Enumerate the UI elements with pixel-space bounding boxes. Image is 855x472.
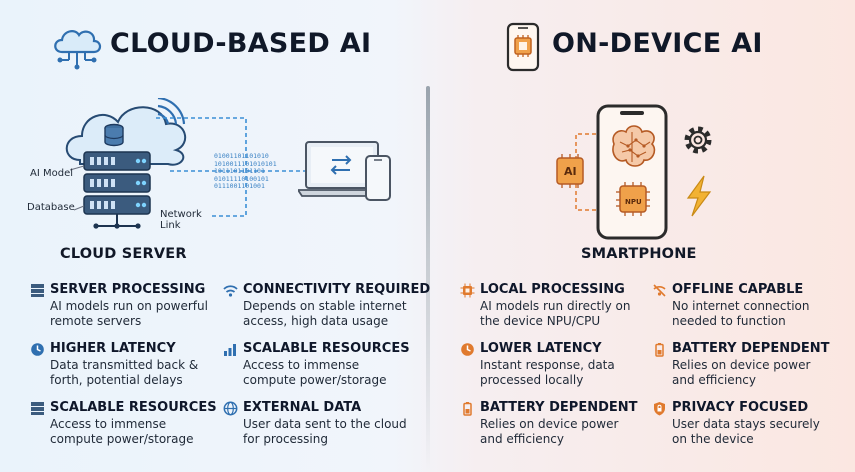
database-label: Database xyxy=(27,202,75,213)
clock-icon xyxy=(461,343,474,356)
device-feature: PRIVACY FOCUSED User data stays securely… xyxy=(654,400,855,447)
feature-title: BATTERY DEPENDENT xyxy=(672,341,830,356)
battery-icon xyxy=(463,402,472,416)
feature-desc: Relies on device power and efficiency xyxy=(480,417,619,446)
feature-title: EXTERNAL DATA xyxy=(243,400,362,415)
feature-title: SCALABLE RESOURCES xyxy=(243,341,410,356)
npu-chip-label: NPU xyxy=(625,198,642,206)
cloud-feature: HIGHER LATENCY Data transmitted back & f… xyxy=(31,341,250,388)
cloud-server-caption: CLOUD SERVER xyxy=(60,246,187,262)
feature-desc: Depends on stable internet access, high … xyxy=(243,299,407,328)
network-link-lines xyxy=(156,117,305,217)
device-feature: LOWER LATENCY Instant response, data pro… xyxy=(461,341,680,388)
feature-title: PRIVACY FOCUSED xyxy=(672,400,809,415)
feature-desc: User data sent to the cloud for processi… xyxy=(243,417,407,446)
cloud-feature: SCALABLE RESOURCES Access to immense com… xyxy=(31,400,250,447)
smartphone-caption: SMARTPHONE xyxy=(581,246,697,262)
feature-desc: Access to immense compute power/storage xyxy=(243,358,387,387)
feature-desc: AI models run on powerful remote servers xyxy=(50,299,208,328)
center-divider xyxy=(426,86,430,472)
feature-desc: Access to immense compute power/storage xyxy=(50,417,194,446)
cloud-feature: SCALABLE RESOURCES Access to immense com… xyxy=(224,341,443,388)
device-feature: BATTERY DEPENDENT Relies on device power… xyxy=(463,400,680,447)
cloud-feature: CONNECTIVITY REQUIRED Depends on stable … xyxy=(223,282,443,329)
cloud-title: CLOUD-BASED AI xyxy=(110,28,372,59)
ai-chip-label: AI xyxy=(564,165,577,178)
feature-desc: Data transmitted back & forth, potential… xyxy=(50,358,199,387)
binary-data-stream: 01001101101010 1010011101010101 10111011… xyxy=(214,152,277,190)
no-wifi-icon xyxy=(653,284,666,297)
cloud-feature: SERVER PROCESSING AI models run on power… xyxy=(31,282,250,329)
cpu-chip-icon xyxy=(460,283,475,298)
network-link-label: Network Link xyxy=(160,209,202,231)
feature-title: BATTERY DEPENDENT xyxy=(480,400,638,415)
clock-icon xyxy=(31,343,44,356)
feature-desc: No internet connection needed to functio… xyxy=(672,299,810,328)
server-stack-icon xyxy=(31,402,44,415)
globe-icon xyxy=(223,401,238,416)
feature-title: LOWER LATENCY xyxy=(480,341,602,356)
feature-title: CONNECTIVITY REQUIRED xyxy=(243,282,431,297)
battery-icon xyxy=(655,343,664,357)
device-feature: LOCAL PROCESSING AI models run directly … xyxy=(460,282,680,329)
feature-title: SERVER PROCESSING xyxy=(50,282,206,297)
feature-desc: Relies on device power and efficiency xyxy=(672,358,811,387)
feature-title: SCALABLE RESOURCES xyxy=(50,400,217,415)
phone-chip-icon xyxy=(506,22,540,72)
smartphone-illustration xyxy=(556,104,712,240)
feature-title: OFFLINE CAPABLE xyxy=(672,282,804,297)
server-icon xyxy=(31,284,44,297)
shield-icon xyxy=(654,402,665,416)
device-feature: BATTERY DEPENDENT Relies on device power… xyxy=(655,341,855,388)
feature-title: LOCAL PROCESSING xyxy=(480,282,625,297)
feature-title: HIGHER LATENCY xyxy=(50,341,176,356)
device-title: ON-DEVICE AI xyxy=(552,28,763,59)
ai-model-label: AI Model xyxy=(30,168,73,179)
laptop-phone-icon xyxy=(298,141,391,201)
device-feature: OFFLINE CAPABLE No internet connection n… xyxy=(653,282,855,329)
cloud-network-icon xyxy=(54,30,102,70)
feature-desc: Instant response, data processed locally xyxy=(480,358,615,387)
feature-desc: AI models run directly on the device NPU… xyxy=(480,299,631,328)
wifi-icon xyxy=(223,285,238,297)
cloud-server-illustration xyxy=(65,98,187,229)
cloud-feature: EXTERNAL DATA User data sent to the clou… xyxy=(223,400,443,447)
feature-desc: User data stays securely on the device xyxy=(672,417,820,446)
bar-chart-icon xyxy=(224,344,236,356)
